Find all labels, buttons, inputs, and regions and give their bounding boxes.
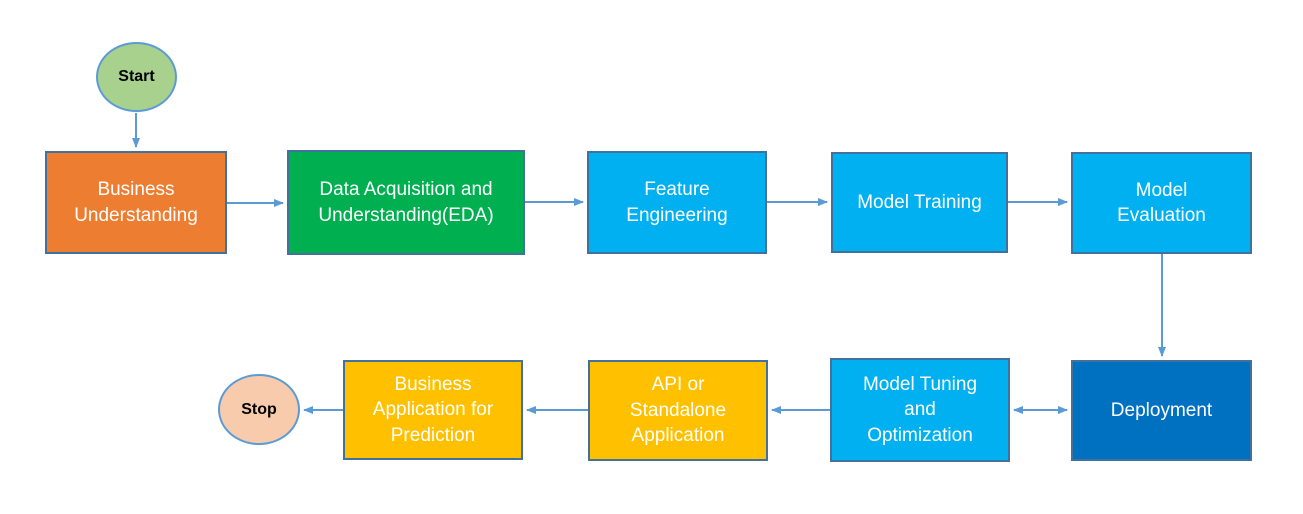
flow-node-business-application-label: Business Application for Prediction <box>372 373 494 446</box>
flow-node-start-label: Start <box>118 68 155 85</box>
flow-node-feature-engineering-label: Feature Engineering <box>626 179 728 226</box>
flow-node-model-evaluation: Model Evaluation <box>1071 152 1252 254</box>
flow-node-model-tuning-label: Model Tuning and Optimization <box>862 373 978 446</box>
flow-node-stop-label: Stop <box>241 400 277 418</box>
flow-node-api-standalone-label: API or Standalone Application <box>629 374 727 447</box>
flow-node-model-training-label: Model Training <box>857 191 982 213</box>
flow-node-model-evaluation-label: Model Evaluation <box>1117 179 1206 226</box>
flow-node-api-standalone: API or Standalone Application <box>588 360 768 461</box>
flow-node-business-understanding-label: Business Understanding <box>74 179 198 226</box>
flow-node-data-acquisition-label: Data Acquisition and Understanding(EDA) <box>318 179 494 226</box>
flow-node-feature-engineering: Feature Engineering <box>587 151 767 254</box>
flow-node-business-understanding: Business Understanding <box>45 151 227 254</box>
flow-node-deployment-label: Deployment <box>1110 399 1213 421</box>
flow-node-stop: Stop <box>218 374 300 445</box>
flow-node-model-training: Model Training <box>831 152 1008 253</box>
flow-node-model-tuning: Model Tuning and Optimization <box>830 358 1010 462</box>
flow-node-business-application: Business Application for Prediction <box>343 360 523 460</box>
flow-node-data-acquisition: Data Acquisition and Understanding(EDA) <box>287 150 525 255</box>
flow-node-start: Start <box>96 42 177 112</box>
flow-node-deployment: Deployment <box>1071 360 1252 461</box>
